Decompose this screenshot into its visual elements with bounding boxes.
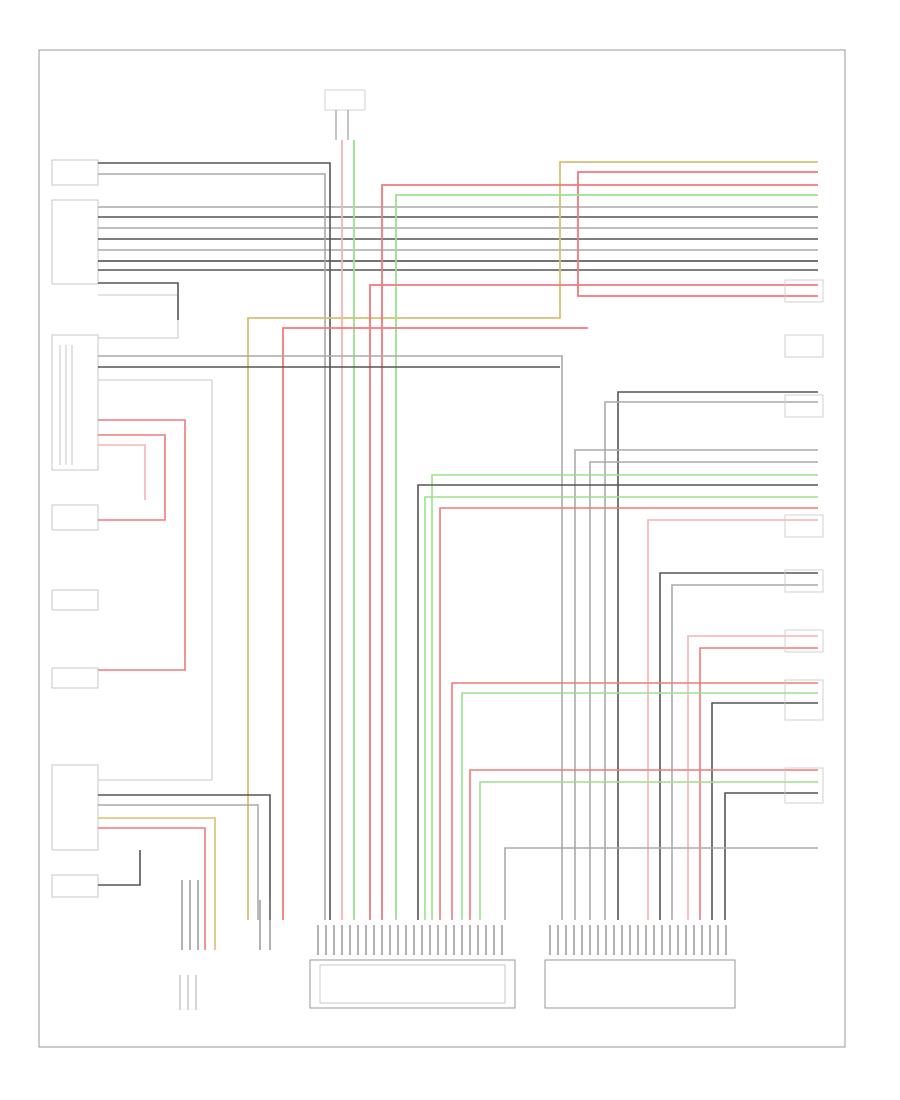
mid-wires bbox=[98, 355, 818, 920]
component-box-4 bbox=[51, 504, 99, 531]
colored-wires bbox=[247, 140, 818, 920]
component-box-7 bbox=[51, 764, 99, 851]
component-box-6 bbox=[51, 667, 99, 689]
top-connector bbox=[324, 89, 366, 140]
right-components bbox=[784, 279, 824, 804]
bottom-left-pins bbox=[181, 880, 271, 950]
left-components bbox=[51, 159, 99, 898]
left-brackets bbox=[59, 294, 213, 781]
top-wire-bundle bbox=[98, 162, 818, 920]
component-box-5 bbox=[51, 589, 99, 611]
component-box-3 bbox=[51, 334, 99, 471]
connector-pins bbox=[317, 925, 727, 955]
component-box-1 bbox=[51, 159, 99, 186]
bottom-left-device-marks bbox=[179, 975, 197, 1010]
left-red-loops bbox=[98, 419, 271, 950]
component-box-2 bbox=[51, 199, 99, 285]
diagram-frame bbox=[38, 49, 846, 1048]
bottom-connector-right bbox=[544, 959, 736, 1009]
bottom-connector-left bbox=[309, 959, 516, 1009]
component-box-8 bbox=[51, 874, 99, 898]
